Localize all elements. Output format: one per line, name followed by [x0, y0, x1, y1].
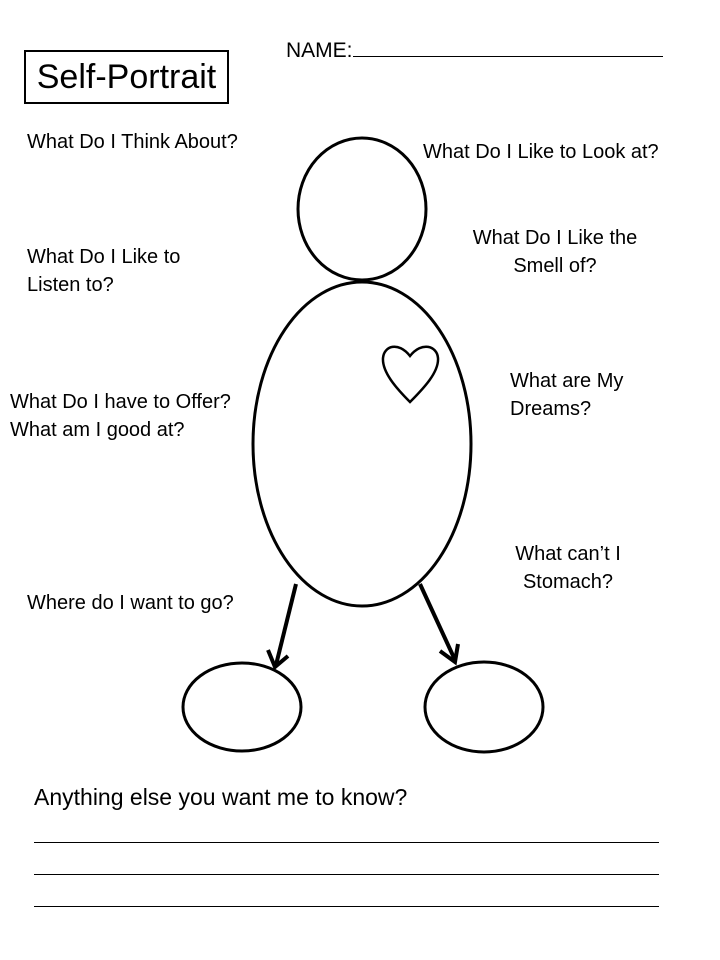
right-foot-oval: [423, 660, 545, 754]
question-stomach: What can’t I Stomach?: [505, 540, 631, 596]
question-dreams-line2: Dreams?: [510, 398, 592, 420]
question-smell-line2: Smell of?: [513, 255, 597, 277]
question-stomach-line1: What can’t I: [515, 543, 621, 565]
name-label: NAME:: [286, 39, 353, 62]
question-offer-line1: What Do I have to Offer?: [10, 391, 231, 413]
heart-icon: [381, 345, 440, 404]
name-field[interactable]: NAME:: [286, 38, 663, 63]
extra-prompt: Anything else you want me to know?: [34, 784, 408, 810]
body-oval: [251, 280, 473, 608]
question-dreams-line1: What are My: [510, 370, 624, 392]
right-leg-arrow: [418, 583, 457, 661]
question-offer: What Do I have to Offer? What am I good …: [10, 388, 231, 444]
answer-line-3[interactable]: [34, 906, 659, 907]
question-offer-line2: What am I good at?: [10, 419, 185, 441]
name-blank-line[interactable]: [352, 38, 663, 57]
left-leg-arrow: [274, 583, 298, 666]
question-stomach-line2: Stomach?: [522, 571, 614, 593]
worksheet-title: Self-Portrait: [24, 50, 229, 104]
left-arrowhead-icon: [266, 649, 290, 671]
question-listen-line2: Listen to?: [27, 274, 114, 296]
question-go: Where do I want to go?: [27, 592, 234, 614]
head-circle: [296, 136, 428, 282]
answer-line-2[interactable]: [34, 874, 659, 875]
question-listen-line1: What Do I Like to: [27, 246, 181, 268]
question-dreams: What are My Dreams?: [510, 367, 623, 423]
worksheet-title-text: Self-Portrait: [36, 57, 217, 96]
question-listen: What Do I Like to Listen to?: [27, 243, 180, 299]
question-look-at: What Do I Like to Look at?: [423, 141, 659, 163]
question-smell: What Do I Like the Smell of?: [462, 224, 648, 280]
left-foot-oval: [181, 661, 303, 753]
question-think-about: What Do I Think About?: [27, 131, 238, 153]
question-smell-line1: What Do I Like the: [472, 227, 638, 249]
answer-line-1[interactable]: [34, 842, 659, 843]
right-arrowhead-icon: [438, 643, 460, 666]
